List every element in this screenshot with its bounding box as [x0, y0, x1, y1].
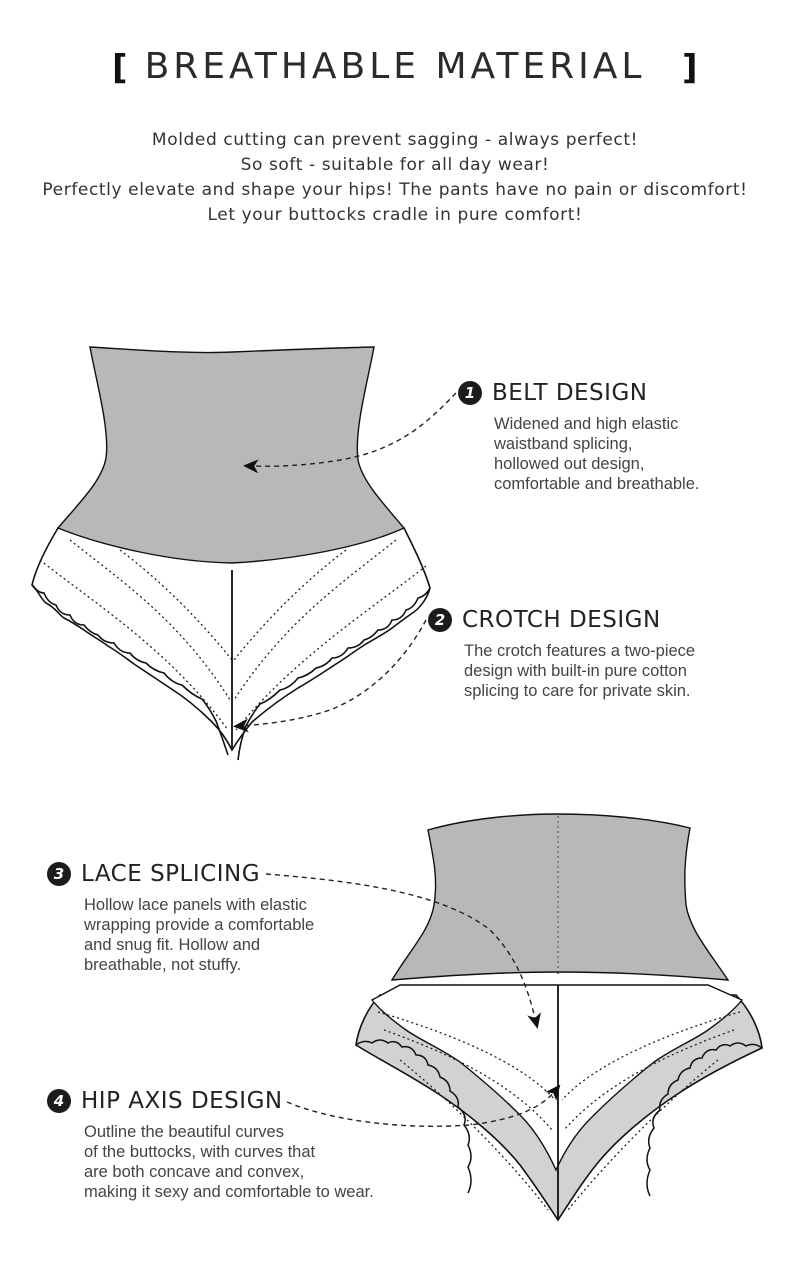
description-line: Widened and high elastic [494, 415, 679, 433]
description-line: of the buttocks, with curves that [84, 1143, 316, 1161]
description-line: and snug fit. Hollow and [84, 936, 261, 954]
description-line: wrapping provide a comfortable [84, 916, 315, 934]
intro-line: Molded cutting can prevent sagging - alw… [151, 130, 639, 150]
description-line: breathable, not stuffy. [84, 956, 242, 974]
description-line: making it sexy and comfortable to wear. [84, 1183, 374, 1201]
feature-description: The crotch features a two-piece design w… [464, 641, 695, 701]
intro-line: Perfectly elevate and shape your hips! T… [42, 180, 748, 200]
intro-line: So soft - suitable for all day wear! [240, 155, 550, 175]
description-line: are both concave and convex, [84, 1163, 305, 1181]
header: [ BREATHABLE MATERIAL ] [0, 42, 790, 92]
number-badge-icon: 1 [458, 381, 482, 405]
feature-description: Widened and high elastic waistband splic… [494, 414, 699, 494]
number-badge-icon: 3 [47, 862, 71, 886]
bracket-left: [ [112, 48, 128, 88]
intro-text: Molded cutting can prevent sagging - alw… [0, 128, 790, 228]
intro-line: Let your buttocks cradle in pure comfort… [207, 205, 583, 225]
number-badge-icon: 4 [47, 1089, 71, 1113]
description-line: design with built-in pure cotton [464, 662, 687, 680]
bracket-right: ] [682, 48, 698, 88]
front-view-illustration [31, 346, 431, 761]
feature-description: Outline the beautiful curves of the butt… [84, 1122, 374, 1202]
description-line: hollowed out design, [494, 455, 645, 473]
description-line: splicing to care for private skin. [464, 682, 691, 700]
page-title: BREATHABLE MATERIAL [144, 46, 646, 87]
feature-title: CROTCH DESIGN [462, 607, 661, 633]
description-line: The crotch features a two-piece [464, 642, 696, 660]
number-badge-icon: 2 [428, 608, 452, 632]
description-line: comfortable and breathable. [494, 475, 700, 493]
description-line: Outline the beautiful curves [84, 1123, 284, 1141]
feature-title: HIP AXIS DESIGN [81, 1088, 283, 1114]
feature-title: LACE SPLICING [81, 861, 261, 887]
feature-lace-splicing: 3 LACE SPLICING Hollow lace panels with … [47, 859, 314, 975]
dashed-arrow [233, 392, 561, 1127]
feature-hip-axis-design: 4 HIP AXIS DESIGN Outline the beautiful … [47, 1086, 374, 1202]
description-line: waistband splicing, [494, 435, 633, 453]
feature-belt-design: 1 BELT DESIGN Widened and high elastic w… [458, 378, 699, 494]
description-line: Hollow lace panels with elastic [84, 896, 307, 914]
feature-title: BELT DESIGN [492, 380, 648, 406]
back-view-illustration [355, 813, 763, 1222]
feature-crotch-design: 2 CROTCH DESIGN The crotch features a tw… [428, 605, 695, 701]
feature-description: Hollow lace panels with elastic wrapping… [84, 895, 314, 975]
